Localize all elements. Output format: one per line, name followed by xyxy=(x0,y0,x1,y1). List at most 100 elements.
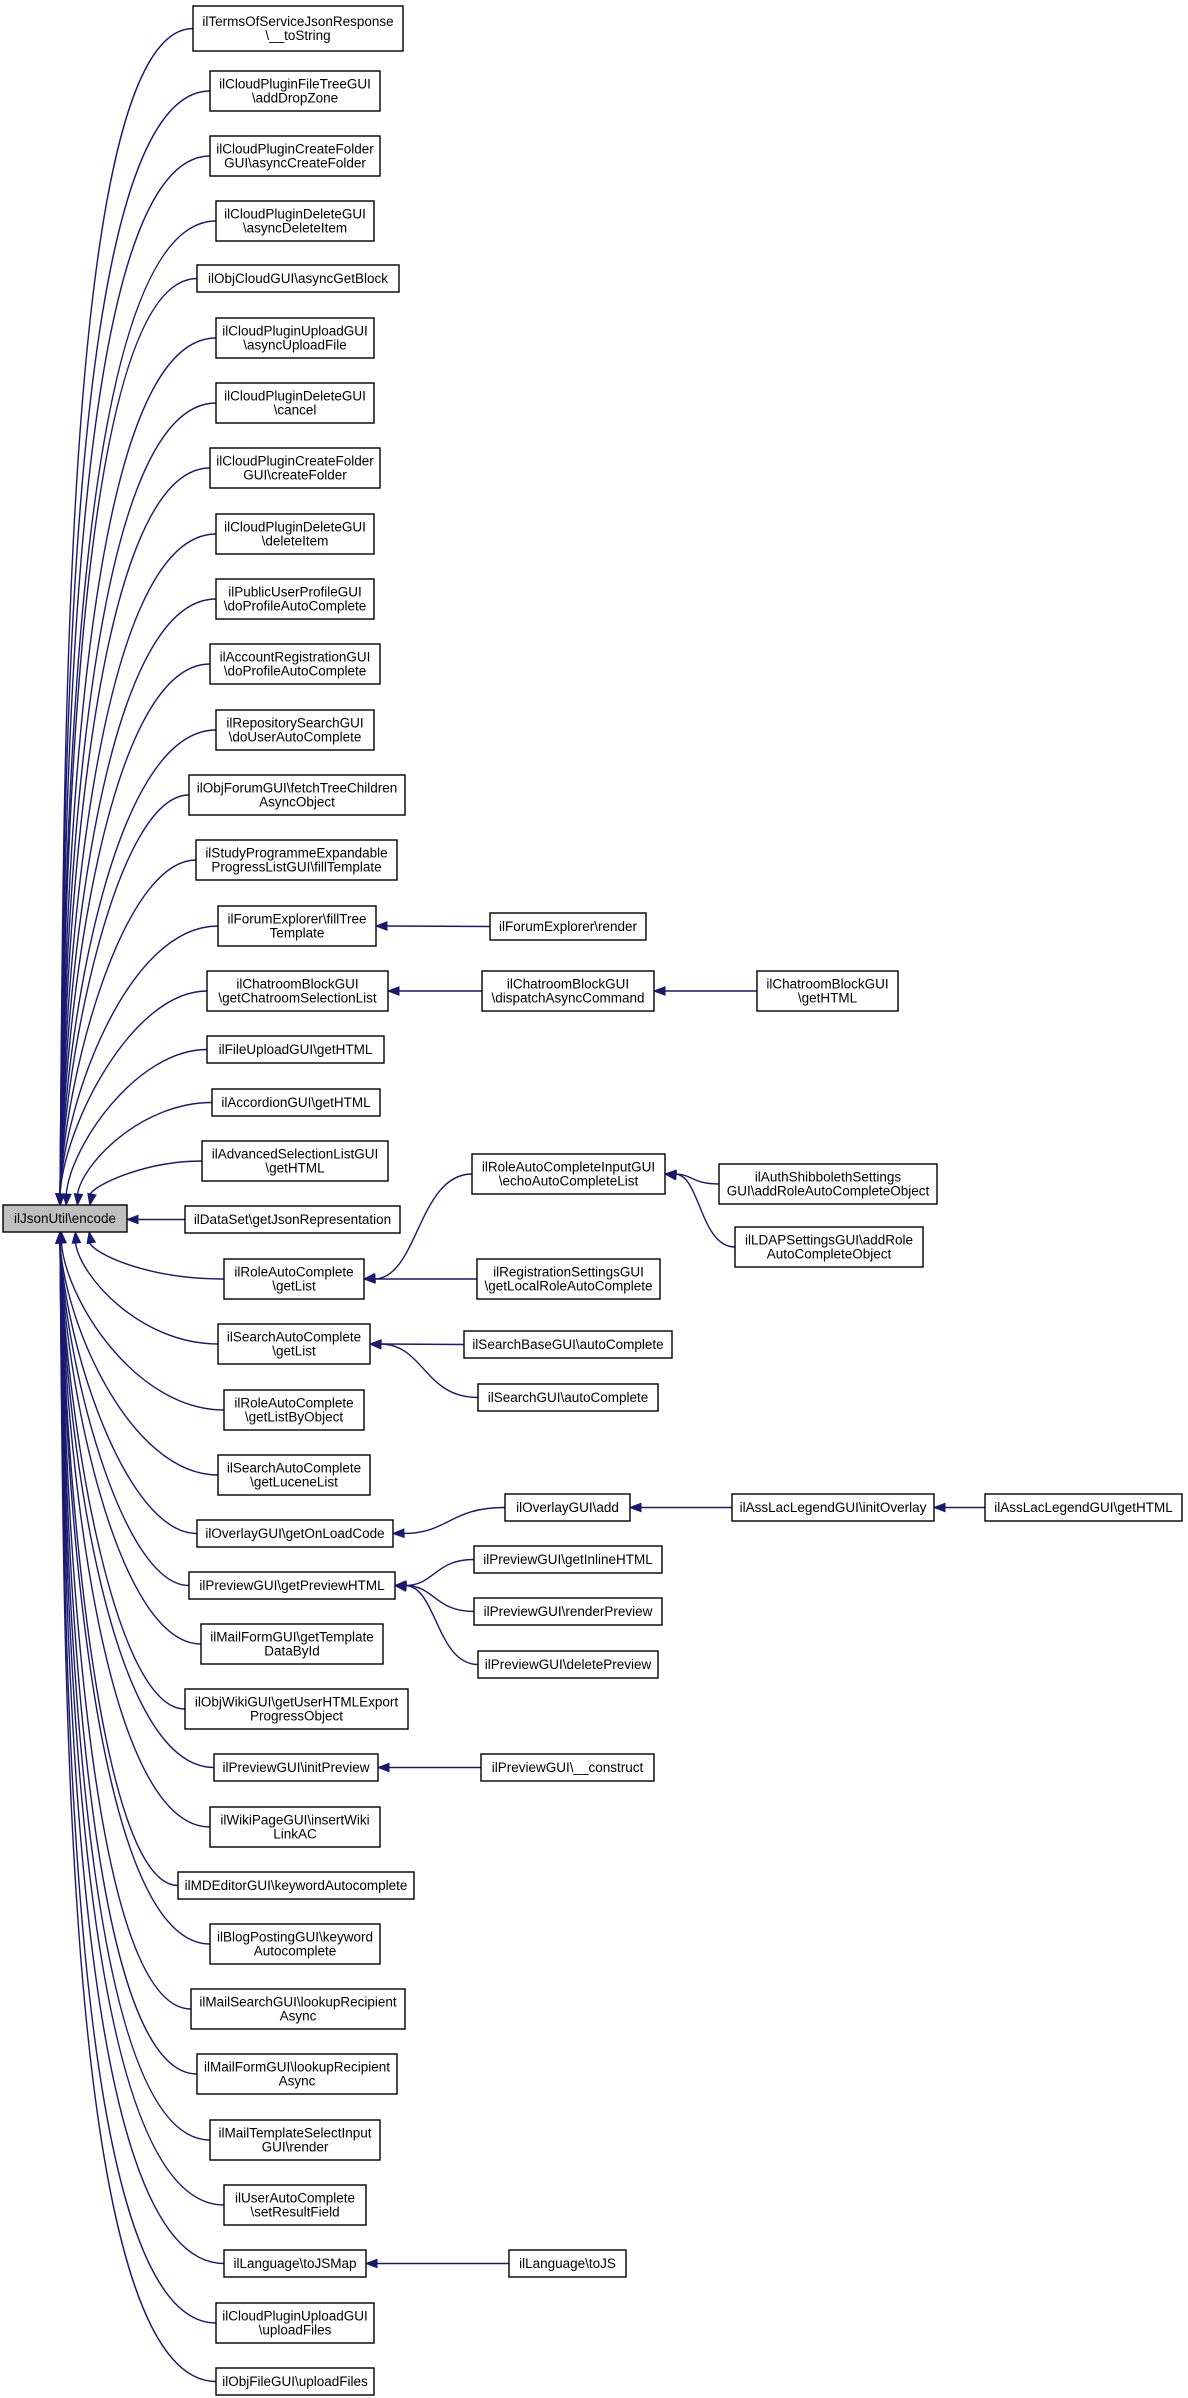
node-label: ilForumExplorer\render xyxy=(499,919,638,934)
node-acc_doProfile[interactable]: ilAccountRegistrationGUI\doProfileAutoCo… xyxy=(209,643,381,685)
edge-blogKeyword-to-encode xyxy=(55,1230,211,1945)
edge-toJS-to-toJSMap xyxy=(364,2258,509,2269)
node-chatGetHTML[interactable]: ilChatroomBlockGUI\getHTML xyxy=(756,970,899,1012)
node-toJSMap[interactable]: ilLanguage\toJSMap xyxy=(223,2249,367,2278)
node-renderPreview[interactable]: ilPreviewGUI\renderPreview xyxy=(473,1597,663,1626)
node-initPreview[interactable]: ilPreviewGUI\initPreview xyxy=(213,1753,379,1782)
node-searchGuiAuto[interactable]: ilSearchGUI\autoComplete xyxy=(477,1383,659,1412)
edge-searchGuiAuto-to-searchGetList xyxy=(368,1339,479,1399)
node-box xyxy=(215,317,375,359)
node-label: \getList xyxy=(272,1344,316,1359)
node-accordionGetHTML[interactable]: ilAccordionGUI\getHTML xyxy=(211,1088,381,1117)
node-echoAutoComplete[interactable]: ilRoleAutoCompleteInputGUI\echoAutoCompl… xyxy=(471,1153,666,1195)
node-label: \getHTML xyxy=(798,991,858,1006)
node-label: Async xyxy=(280,2009,317,2024)
node-shibAddRole[interactable]: ilAuthShibbolethSettingsGUI\addRoleAutoC… xyxy=(718,1163,938,1205)
node-encode[interactable]: ilJsonUtil\encode xyxy=(2,1204,128,1233)
arrowhead xyxy=(368,1339,382,1350)
node-box xyxy=(200,1623,384,1665)
node-label: GUI\asyncCreateFolder xyxy=(224,156,366,171)
node-blogKeyword[interactable]: ilBlogPostingGUI\keywordAutocomplete xyxy=(209,1923,381,1965)
node-box xyxy=(188,774,406,816)
node-setResultField[interactable]: ilUserAutoComplete\setResultField xyxy=(223,2184,367,2226)
edge-searchLucene-to-encode xyxy=(55,1230,219,1476)
node-deleteItem[interactable]: ilCloudPluginDeleteGUI\deleteItem xyxy=(215,513,375,555)
edge-line xyxy=(404,1584,475,1613)
node-fileUploadGetHTML[interactable]: ilFileUploadGUI\getHTML xyxy=(206,1035,385,1064)
node-label: ilMailFormGUI\lookupRecipient xyxy=(204,2060,390,2075)
node-box xyxy=(188,1571,396,1600)
node-box xyxy=(477,1383,659,1412)
node-box xyxy=(206,1035,385,1064)
node-cancel[interactable]: ilCloudPluginDeleteGUI\cancel xyxy=(215,382,375,424)
node-box xyxy=(476,1258,661,1300)
edges xyxy=(55,27,985,2383)
node-toJS[interactable]: ilLanguage\toJS xyxy=(508,2249,627,2278)
node-getChatroomSel[interactable]: ilChatroomBlockGUI\getChatroomSelectionL… xyxy=(206,970,389,1012)
node-advSelGetHTML[interactable]: ilAdvancedSelectionListGUI\getHTML xyxy=(201,1140,389,1182)
arrowhead xyxy=(652,986,666,996)
node-box xyxy=(217,1323,371,1365)
node-pub_doProfile[interactable]: ilPublicUserProfileGUI\doProfileAutoComp… xyxy=(215,578,375,620)
node-createFolder[interactable]: ilCloudPluginCreateFolderGUI\createFolde… xyxy=(209,447,381,489)
edge-initOverlay-to-overlayAdd xyxy=(628,1502,732,1513)
edge-line xyxy=(59,1241,211,1945)
node-label: ilAssLacLegendGUI\initOverlay xyxy=(740,1500,927,1515)
node-objFileUpload[interactable]: ilObjFileGUI\uploadFiles xyxy=(215,2367,375,2396)
node-label: LinkAC xyxy=(273,1827,317,1842)
node-box xyxy=(215,2367,375,2396)
node-forumRender[interactable]: ilForumExplorer\render xyxy=(489,912,647,941)
node-roleGetListByObj[interactable]: ilRoleAutoComplete\getListByObject xyxy=(223,1389,365,1431)
node-cloudUploadFiles[interactable]: ilCloudPluginUploadGUI\uploadFiles xyxy=(215,2302,375,2344)
node-label: \getHTML xyxy=(265,1161,325,1176)
node-legendGetHTML[interactable]: ilAssLacLegendGUI\getHTML xyxy=(984,1493,1183,1522)
node-asyncCreateFolder[interactable]: ilCloudPluginCreateFolderGUI\asyncCreate… xyxy=(209,135,381,177)
node-label: ilPreviewGUI\renderPreview xyxy=(484,1604,653,1619)
node-searchBaseAuto[interactable]: ilSearchBaseGUI\autoComplete xyxy=(463,1330,673,1359)
node-mdKeyword[interactable]: ilMDEditorGUI\keywordAutocomplete xyxy=(177,1871,415,1900)
node-box xyxy=(473,1597,663,1626)
node-getOnLoadCode[interactable]: ilOverlayGUI\getOnLoadCode xyxy=(196,1519,394,1548)
node-roleGetList[interactable]: ilRoleAutoComplete\getList xyxy=(223,1258,365,1300)
node-asyncDeleteItem[interactable]: ilCloudPluginDeleteGUI\asyncDeleteItem xyxy=(215,200,375,242)
node-addDropZone[interactable]: ilCloudPluginFileTreeGUI\addDropZone xyxy=(209,70,381,112)
node-label: ilJsonUtil\encode xyxy=(14,1211,116,1226)
arrowhead xyxy=(87,1192,97,1207)
node-box xyxy=(177,1871,415,1900)
node-overlayAdd[interactable]: ilOverlayGUI\add xyxy=(504,1493,631,1522)
node-dispatchAsync[interactable]: ilChatroomBlockGUI\dispatchAsyncCommand xyxy=(481,970,655,1012)
node-getInlineHTML[interactable]: ilPreviewGUI\getInlineHTML xyxy=(473,1545,663,1574)
node-deletePreview[interactable]: ilPreviewGUI\deletePreview xyxy=(477,1650,659,1679)
node-label: ilMailTemplateSelectInput xyxy=(218,2126,371,2141)
node-searchGetList[interactable]: ilSearchAutoComplete\getList xyxy=(217,1323,371,1365)
node-label: ilRegistrationSettingsGUI xyxy=(493,1265,644,1280)
node-ldapAddRole[interactable]: ilLDAPSettingsGUI\addRoleAutoCompleteObj… xyxy=(734,1226,924,1268)
node-asyncUploadFile[interactable]: ilCloudPluginUploadGUI\asyncUploadFile xyxy=(215,317,375,359)
node-getJsonRep[interactable]: ilDataSet\getJsonRepresentation xyxy=(184,1205,401,1234)
node-label: ilAssLacLegendGUI\getHTML xyxy=(994,1500,1173,1515)
node-previewConstruct[interactable]: ilPreviewGUI\__construct xyxy=(480,1753,655,1782)
edge-line xyxy=(59,859,197,1196)
node-box xyxy=(731,1493,935,1522)
node-searchLucene[interactable]: ilSearchAutoComplete\getLuceneList xyxy=(217,1454,371,1496)
node-label: ilChatroomBlockGUI xyxy=(507,977,629,992)
node-box xyxy=(217,1454,371,1496)
node-getPreviewHTML[interactable]: ilPreviewGUI\getPreviewHTML xyxy=(188,1571,396,1600)
node-fillTemplate[interactable]: ilStudyProgrammeExpandableProgressListGU… xyxy=(195,839,398,881)
edge-fetchTreeChildren-to-encode xyxy=(55,794,190,1207)
node-asyncGetBlock[interactable]: ilObjCloudGUI\asyncGetBlock xyxy=(196,264,400,293)
node-box xyxy=(215,382,375,424)
node-tos_tostring[interactable]: ilTermsOfServiceJsonResponse\__toString xyxy=(192,5,404,52)
node-initOverlay[interactable]: ilAssLacLegendGUI\initOverlay xyxy=(731,1493,935,1522)
node-label: ilMailSearchGUI\lookupRecipient xyxy=(199,1995,397,2010)
node-doUserAutoComplete[interactable]: ilRepositorySearchGUI\doUserAutoComplete xyxy=(215,709,375,751)
node-getLocalRole[interactable]: ilRegistrationSettingsGUI\getLocalRoleAu… xyxy=(476,1258,661,1300)
node-getUserHTMLExport[interactable]: ilObjWikiGUI\getUserHTMLExportProgressOb… xyxy=(184,1688,409,1730)
node-fetchTreeChildren[interactable]: ilObjForumGUI\fetchTreeChildrenAsyncObje… xyxy=(188,774,406,816)
